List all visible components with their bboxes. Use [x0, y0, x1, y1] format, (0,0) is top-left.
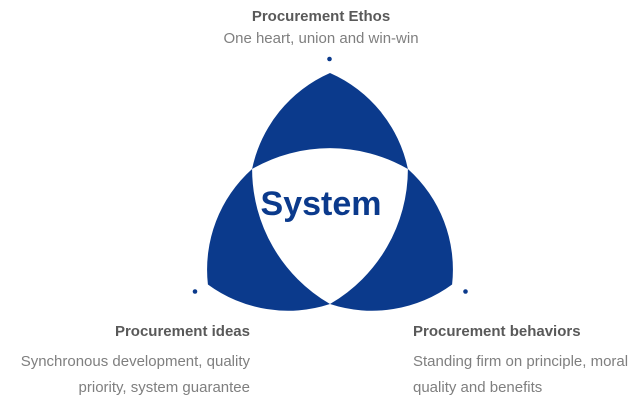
node-procurement-ideas: Procurement ideas Synchronous developmen… [0, 322, 250, 401]
center-system-label: System [260, 185, 382, 223]
bottom-right-tip-dot [463, 289, 468, 294]
behaviors-title: Procurement behaviors [413, 323, 581, 340]
node-procurement-ethos: Procurement Ethos One heart, union and w… [0, 6, 642, 50]
ethos-title: Procurement Ethos [251, 8, 391, 25]
node-procurement-behaviors: Procurement behaviors Standing firm on p… [413, 322, 642, 401]
ideas-subtitle: Synchronous development, quality priorit… [20, 353, 250, 396]
ideas-title: Procurement ideas [114, 323, 250, 340]
bottom-left-tip-dot [192, 289, 198, 294]
ethos-subtitle: One heart, union and win-win [223, 30, 419, 47]
behaviors-subtitle: Standing firm on principle, moral qualit… [413, 353, 629, 396]
trefoil-shape [207, 73, 453, 311]
top-tip-dot [327, 56, 332, 62]
